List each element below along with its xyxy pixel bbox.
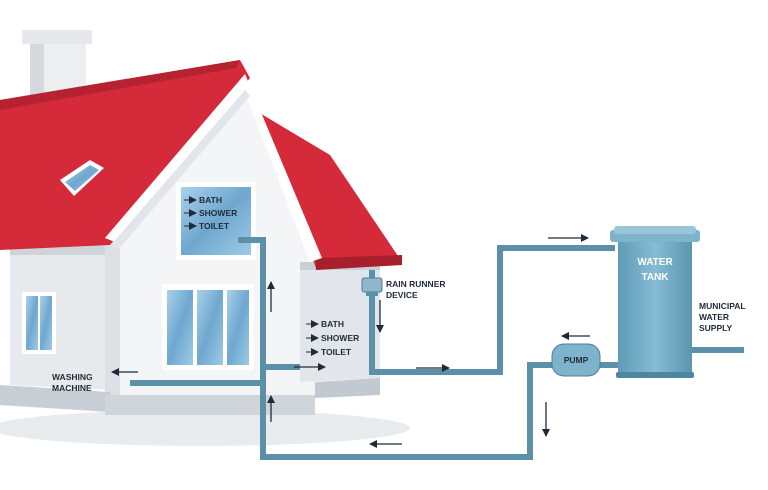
pump-label: PUMP xyxy=(564,355,589,365)
rain-runner-device xyxy=(361,277,383,296)
rain-runner-line2: DEVICE xyxy=(386,290,418,300)
rain-runner-line1: RAIN RUNNER xyxy=(386,279,446,289)
rain-runner-label: RAIN RUNNER DEVICE xyxy=(386,279,446,300)
lower-toilet-label: TOILET xyxy=(321,347,352,357)
window-upper xyxy=(176,182,256,260)
house-foundation xyxy=(0,378,380,415)
skylight xyxy=(60,160,104,196)
upper-fixtures-labels: BATH SHOWER TOILET xyxy=(199,195,237,231)
pipe-network xyxy=(130,237,744,460)
tank-label: TANK xyxy=(641,272,669,283)
upper-shower-label: SHOWER xyxy=(199,208,237,218)
roof xyxy=(0,60,402,270)
washing-label: WASHING xyxy=(52,372,93,382)
fixture-bullets xyxy=(184,196,319,356)
municipal-line3: SUPPLY xyxy=(699,323,733,333)
water-tank-label: WATER TANK xyxy=(637,257,673,283)
lower-shower-label: SHOWER xyxy=(321,333,359,343)
window-lower xyxy=(162,284,254,370)
rain-runner-pipe xyxy=(369,245,615,375)
water-label: WATER xyxy=(637,257,673,268)
upper-bath-label: BATH xyxy=(199,195,222,205)
lower-fixtures-labels: BATH SHOWER TOILET xyxy=(321,319,359,357)
flow-arrows xyxy=(111,234,590,448)
water-tank xyxy=(610,226,700,378)
municipal-line1: MUNICIPAL xyxy=(699,301,746,311)
upper-toilet-label: TOILET xyxy=(199,221,230,231)
washing-machine-label: WASHING MACHINE xyxy=(52,372,93,393)
municipal-label: MUNICIPAL WATER SUPPLY xyxy=(699,301,746,333)
supply-pipe xyxy=(238,237,555,460)
pump xyxy=(551,343,601,377)
ground-shadow xyxy=(0,410,410,446)
municipal-line2: WATER xyxy=(699,312,729,322)
window-left xyxy=(22,292,56,354)
machine-label: MACHINE xyxy=(52,383,92,393)
lower-bath-label: BATH xyxy=(321,319,344,329)
